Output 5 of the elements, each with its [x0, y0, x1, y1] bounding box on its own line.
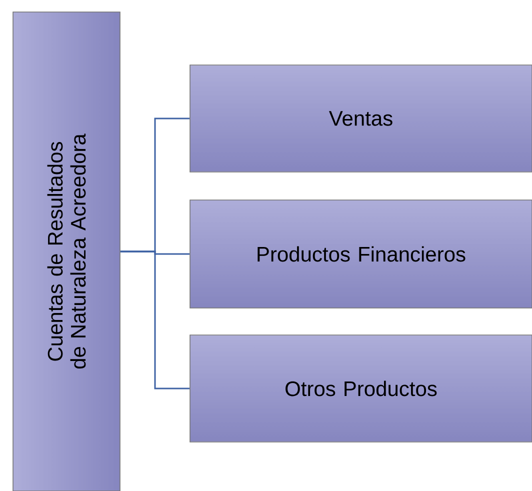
account-box: Otros Productos — [190, 334, 532, 442]
account-box: Productos Financieros — [190, 200, 532, 308]
account-box: Ventas — [190, 64, 532, 172]
category-box: Cuentas de Resultados de Naturaleza Acreedora — [12, 12, 120, 491]
connector-line — [120, 250, 190, 390]
